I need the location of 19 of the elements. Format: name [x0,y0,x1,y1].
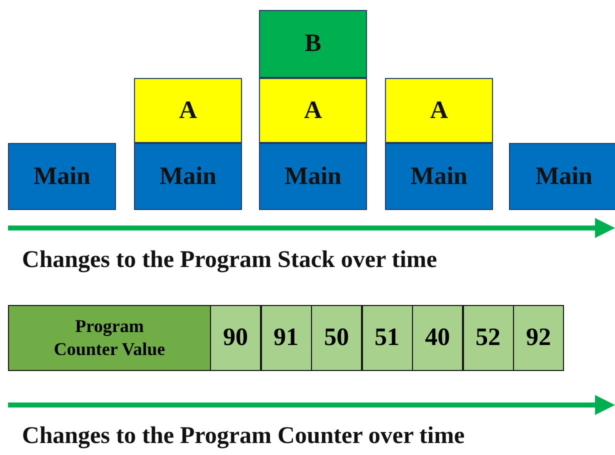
stack-frame-box: A [385,78,493,143]
stack-frame-box: A [259,78,367,143]
caption: Changes to the Program Stack over time [22,247,438,274]
stack-frame-box: A [134,78,242,143]
value-cell: 50 [311,305,362,371]
stack-frame-box: Main [134,143,242,210]
caption: Changes to the Program Counter over time [22,423,465,450]
stack-frame-box: Main [259,143,367,210]
stack-frame-box: B [259,10,367,78]
value-cell: 52 [462,305,514,371]
value-cell: 92 [513,305,564,371]
value-cell: 40 [412,305,463,371]
stack-frame-box: Main [509,143,615,210]
value-cell: 91 [260,305,312,371]
stack-frame-box: Main [385,143,493,210]
value-cell: 90 [210,305,261,371]
value-cell: 51 [362,305,412,371]
header-cell: Program Counter Value [8,305,211,371]
stack-frame-box: Main [8,143,116,210]
